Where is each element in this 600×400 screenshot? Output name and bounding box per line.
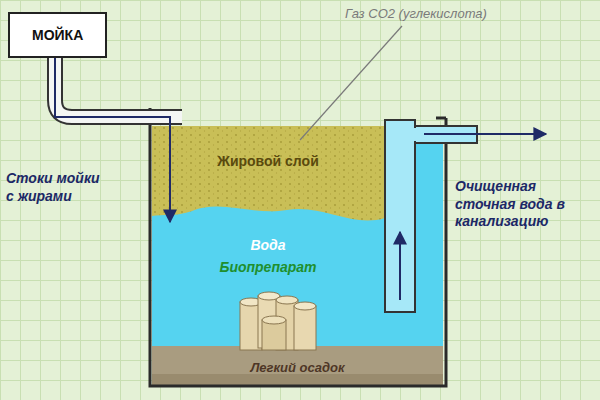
inlet-pipe [55, 56, 182, 117]
pipe-joint [412, 128, 418, 141]
bio-block-top [276, 296, 298, 304]
fat-texture [152, 126, 385, 220]
tank-wall [150, 108, 446, 386]
upflow-arrow [399, 232, 401, 300]
bio-block [294, 306, 316, 350]
node-text: Жировой слой [217, 153, 319, 169]
flow-connector [55, 58, 170, 222]
sediment-band: Легкий осадок [152, 352, 443, 384]
node-text: Легкий осадок [152, 360, 443, 375]
fat-layer-band: Жировой слой [152, 128, 384, 208]
inflow-label: Стоки мойки с жирами [6, 170, 106, 205]
sediment-shade [152, 374, 443, 385]
node-text: МОЙКА [32, 27, 83, 43]
sink-box: МОЙКА [8, 12, 107, 58]
bio-block-top [262, 316, 286, 324]
bio-block-top [294, 302, 316, 310]
outlet-pipe [385, 120, 415, 312]
inlet-pipe-outline [55, 56, 182, 117]
node-text: Биопрепарат [152, 256, 384, 278]
node-text: Вода [152, 234, 384, 256]
bio-blocks [240, 292, 316, 350]
water-band: ВодаБиопрепарат [152, 222, 384, 340]
fat-layer-fill [152, 126, 385, 220]
tank-rim [436, 117, 446, 120]
gas-leader-line [300, 26, 402, 140]
gas-label: Газ CO2 (углекислота) [345, 6, 487, 22]
outflow-label: Очищенная сточная вода в канализацию [455, 178, 583, 231]
sediment-fill [152, 346, 443, 385]
outflow-arrow [424, 133, 546, 135]
